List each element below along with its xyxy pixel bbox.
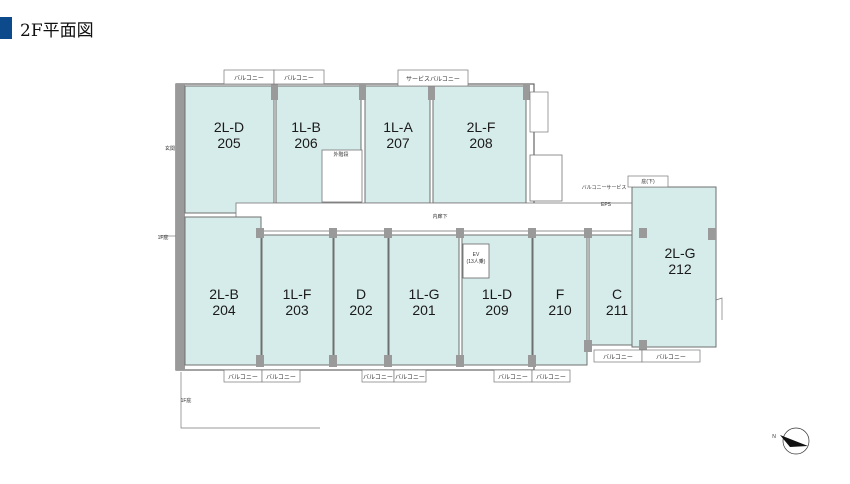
stairs-label: 外階段: [333, 151, 348, 158]
balcony-labels: バルコニー バルコニー サービスバルコニー バルコニー バルコニー バルコニー …: [228, 75, 686, 381]
corridor: [235, 202, 633, 232]
svg-text:バルコニー: バルコニー: [363, 374, 393, 381]
title-marker: [0, 17, 12, 39]
unit-code: 2L-G: [664, 245, 695, 261]
unit-code: 2L-B: [209, 286, 239, 302]
west-wall: [176, 84, 185, 370]
compass-icon: [780, 427, 810, 455]
unit-label-204: 2L-B 204: [209, 286, 239, 318]
unit-code: F: [556, 286, 565, 302]
unit-number: 203: [285, 302, 309, 318]
unit-number: 210: [548, 302, 572, 318]
unit-202: [333, 234, 389, 366]
unit-label-211: C 211: [606, 286, 629, 318]
svg-text:バルコニー: バルコニー: [656, 354, 686, 361]
eps-label: EPS: [601, 202, 612, 208]
unit-203: [261, 234, 334, 366]
stairs-core: [321, 149, 363, 203]
unit-label-202: D 202: [349, 286, 373, 318]
unit-label-209: 1L-D 209: [482, 286, 512, 318]
eaves-label: 庇(下): [641, 178, 655, 185]
svg-text:バルコニー: バルコニー: [234, 75, 264, 82]
unit-201: [388, 234, 460, 366]
unit-label-208: 2L-F 208: [467, 119, 496, 151]
unit-label-210: F 210: [548, 286, 572, 318]
unit-number: 202: [349, 302, 373, 318]
unit-label-206: 1L-B 206: [291, 119, 321, 151]
unit-code: 1L-A: [383, 119, 413, 135]
unit-label-205: 2L-D 205: [214, 119, 244, 151]
unit-number: 209: [485, 302, 509, 318]
unit-number: 207: [386, 135, 410, 151]
unit-number: 205: [217, 135, 241, 151]
unit-label-203: 1L-F 203: [283, 286, 312, 318]
exit-label: 1F庇: [158, 234, 169, 241]
svg-text:バルコニー: バルコニー: [284, 75, 314, 82]
unit-code: 2L-F: [467, 119, 496, 135]
unit-number: 212: [668, 261, 692, 277]
entrance-label: 玄関: [165, 145, 175, 152]
unit-code: 1L-F: [283, 286, 312, 302]
unit-number: 211: [606, 302, 629, 318]
floor-title: 2F平面図: [0, 17, 94, 41]
elevator: [462, 243, 490, 279]
fire-eaves-label: 1F庇: [181, 397, 192, 404]
unit-code: D: [356, 286, 366, 302]
svg-text:バルコニー: バルコニー: [498, 374, 528, 381]
page-title: 2F平面図: [20, 20, 94, 41]
unit-code: 1L-B: [291, 119, 321, 135]
balcony-service-label: バルコニーサービス: [582, 184, 627, 191]
unit-code: 1L-D: [482, 286, 512, 302]
svg-text:バルコニー: バルコニー: [395, 374, 425, 381]
unit-204: [184, 216, 262, 366]
unit-code: C: [612, 286, 622, 302]
unit-208: [432, 85, 527, 204]
unit-label-212: 2L-G 212: [664, 245, 695, 277]
corridor-label: 内廊下: [432, 213, 447, 220]
unit-number: 206: [294, 135, 318, 151]
unit-210: [532, 234, 588, 366]
unit-207: [364, 85, 431, 204]
unit-label-207: 1L-A 207: [383, 119, 413, 151]
ev-capacity: (13人乗): [467, 258, 486, 265]
unit-205: [184, 85, 275, 214]
unit-number: 208: [469, 135, 493, 151]
stairs-east: [529, 154, 563, 202]
unit-number: 204: [212, 302, 236, 318]
unit-number: 201: [412, 302, 436, 318]
svg-text:サービスバルコニー: サービスバルコニー: [406, 75, 460, 83]
svg-text:バルコニー: バルコニー: [536, 374, 566, 381]
unit-212: [631, 186, 717, 348]
svg-text:バルコニー: バルコニー: [266, 374, 296, 381]
unit-code: 1L-G: [408, 286, 439, 302]
unit-label-201: 1L-G 201: [408, 286, 439, 318]
ev-label: EV: [473, 252, 480, 258]
svg-text:バルコニー: バルコニー: [228, 374, 258, 381]
svg-text:バルコニー: バルコニー: [603, 354, 633, 361]
unit-code: 2L-D: [214, 119, 244, 135]
compass-label: N: [772, 434, 776, 440]
